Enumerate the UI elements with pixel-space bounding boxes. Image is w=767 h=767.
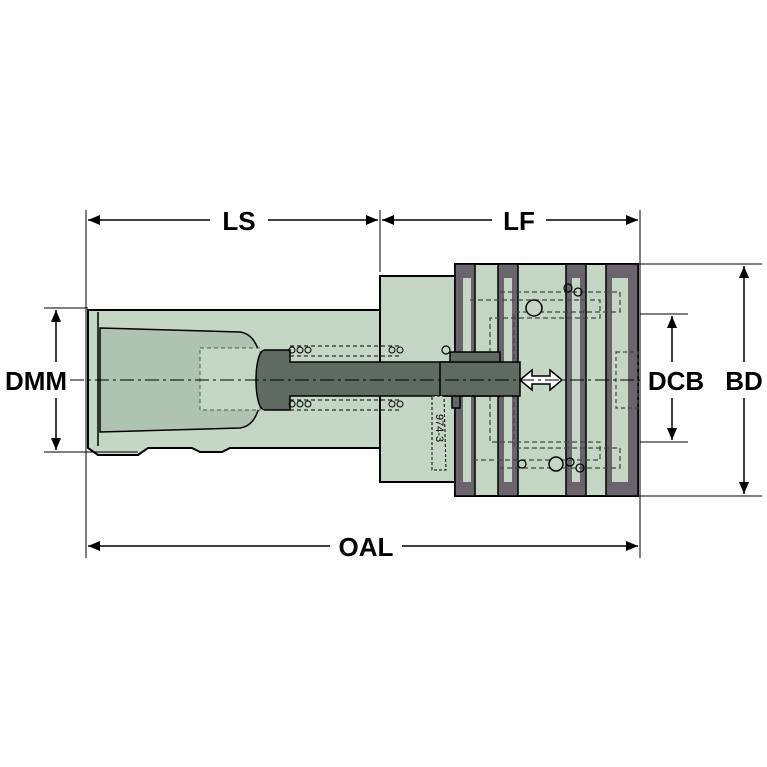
ball-bottom-3: [517, 459, 527, 469]
label-bd: BD: [725, 366, 763, 396]
shank-inner-block: [199, 347, 261, 411]
screw-hole-bottom: [548, 456, 564, 472]
spring-bottom: [288, 399, 404, 411]
ball-top-2: [573, 287, 583, 297]
label-dcb: DCB: [648, 366, 704, 396]
ball-top-1: [563, 283, 573, 293]
screw-hole-top: [525, 299, 543, 317]
dimension-labels: LS LF OAL DMM DCB BD: [5, 206, 763, 562]
pin-hole: [441, 345, 451, 355]
drawbar-stem: [439, 361, 521, 397]
code-tab: [431, 395, 447, 471]
label-ls: LS: [222, 206, 255, 236]
label-dmm: DMM: [5, 366, 67, 396]
label-oal: OAL: [339, 532, 394, 562]
ball-bottom-2: [575, 463, 585, 473]
ball-bottom-1: [565, 457, 575, 467]
spring-top: [288, 345, 404, 357]
dimension-lines: [51, 215, 749, 551]
engraved-code: 974-3: [433, 414, 445, 442]
extension-lines: [44, 210, 762, 558]
label-lf: LF: [503, 206, 535, 236]
